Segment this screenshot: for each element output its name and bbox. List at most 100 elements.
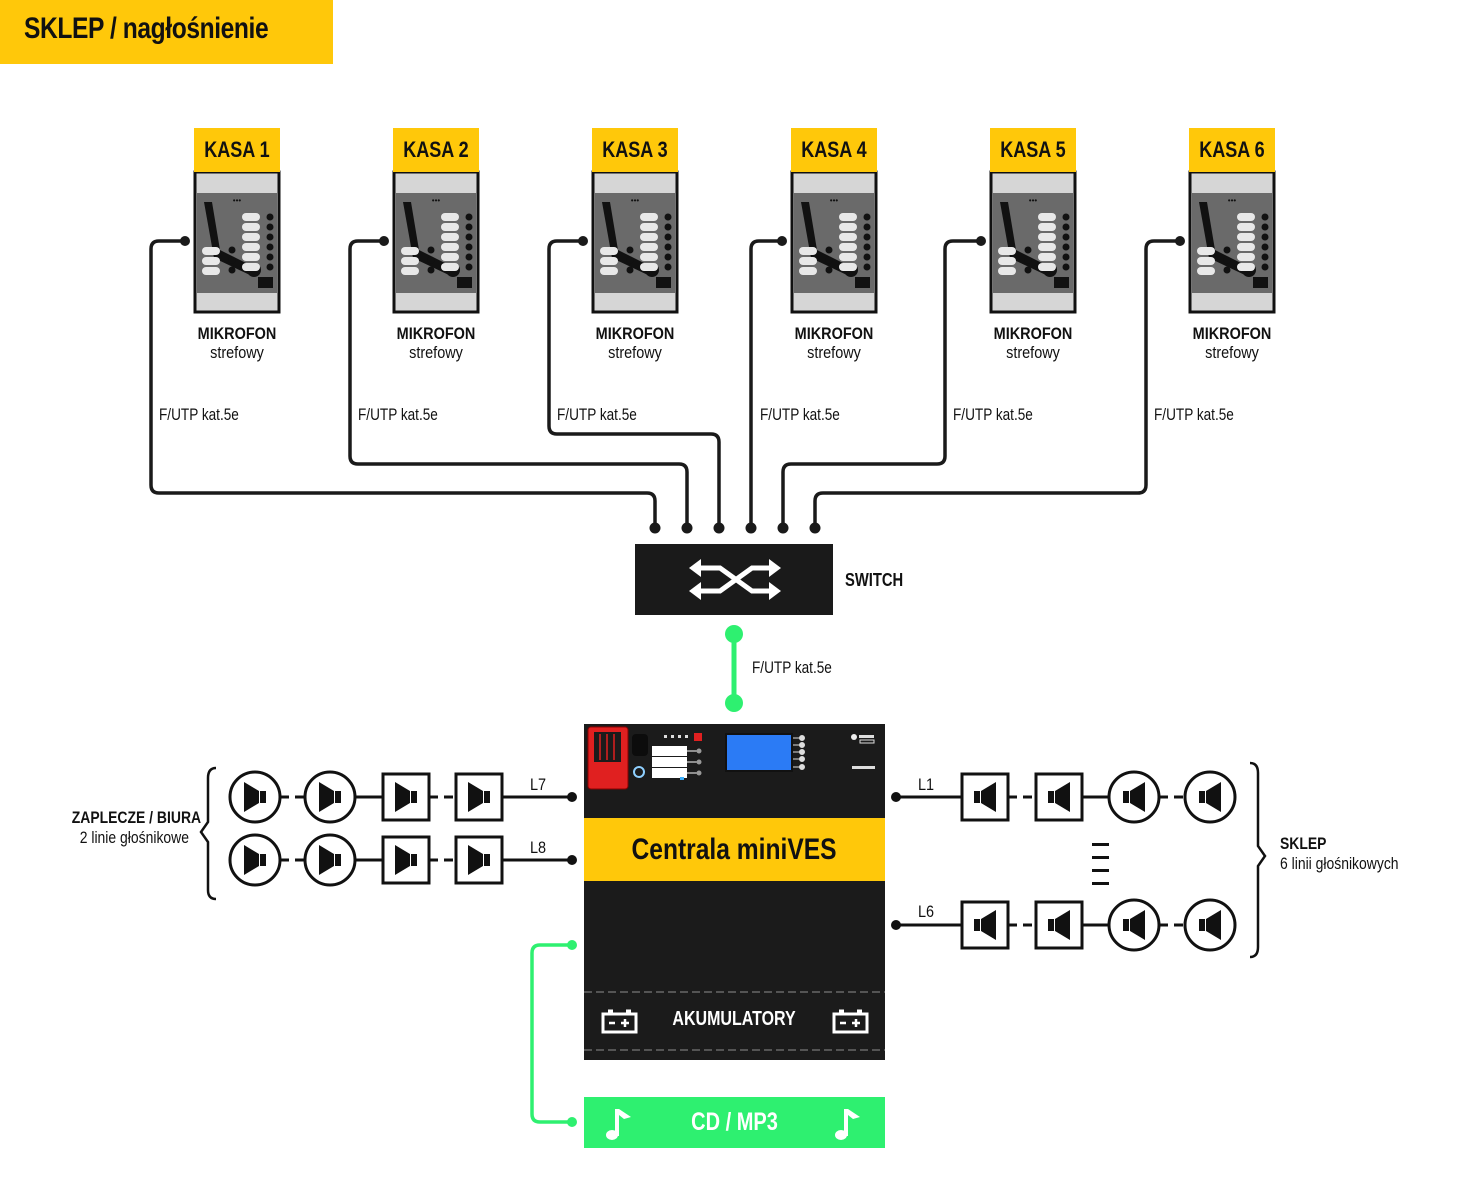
speaker-icon xyxy=(244,845,259,875)
zone-led xyxy=(626,256,634,264)
svg-text:•••: ••• xyxy=(631,196,640,205)
zone-button xyxy=(1038,263,1056,271)
microphone-subtitle: strefowy xyxy=(1205,343,1259,362)
microphone-title: MIKROFON xyxy=(794,324,874,343)
zone-led xyxy=(427,256,435,264)
zone-button xyxy=(441,213,459,221)
zone-button xyxy=(1237,233,1255,241)
title-banner xyxy=(0,0,333,64)
zone-led xyxy=(266,233,274,241)
zone-button xyxy=(242,243,260,251)
zone-button xyxy=(1237,253,1255,261)
zone-left-title: ZAPLECZE / BIURA xyxy=(71,808,202,827)
kasa-label: KASA 3 xyxy=(592,128,678,172)
zone-button xyxy=(202,267,220,275)
zone-microphone-device[interactable]: ••• xyxy=(1188,170,1276,314)
switch-port-dot xyxy=(681,522,693,534)
ptt-button xyxy=(656,277,671,288)
zone-button xyxy=(202,257,220,265)
music-note-icon xyxy=(606,1109,631,1140)
svg-text:•••: ••• xyxy=(830,196,839,205)
cable-connector-dot xyxy=(777,236,787,246)
speaker-icon xyxy=(468,845,483,875)
more-lines-indicator xyxy=(1092,856,1109,859)
audio-source-cable xyxy=(530,943,572,1124)
cable-label: F/UTP kat.5e xyxy=(953,405,1033,424)
zone-button xyxy=(202,247,220,255)
speaker-ceiling[interactable] xyxy=(1107,770,1161,824)
zone-button xyxy=(640,213,658,221)
speaker-ceiling[interactable] xyxy=(1183,770,1237,824)
zone-button xyxy=(799,257,817,265)
uplink-cable-label: F/UTP kat.5e xyxy=(752,658,832,677)
audio-source-cd-mp3[interactable]: CD / MP3 xyxy=(584,1097,885,1148)
zone-led xyxy=(664,253,672,261)
speaker-icon xyxy=(1130,782,1145,812)
line-label-l6: L6 xyxy=(918,902,935,921)
zone-led xyxy=(863,253,871,261)
zone-microphone-device[interactable]: ••• xyxy=(989,170,1077,314)
speaker-wall[interactable] xyxy=(454,835,504,885)
zone-led xyxy=(1024,246,1032,254)
speaker-ceiling[interactable] xyxy=(228,833,282,887)
zone-button xyxy=(640,223,658,231)
central-name: Centrala miniVES xyxy=(631,833,838,866)
zone-button xyxy=(441,263,459,271)
zone-button xyxy=(242,223,260,231)
zone-button xyxy=(1038,253,1056,261)
speaker-icon xyxy=(1055,782,1070,812)
speaker-wall[interactable] xyxy=(960,900,1010,950)
zone-button xyxy=(600,247,618,255)
microphone-title: MIKROFON xyxy=(396,324,476,343)
svg-text:•••: ••• xyxy=(1029,196,1038,205)
speaker-ceiling[interactable] xyxy=(1183,898,1237,952)
zone-button xyxy=(839,233,857,241)
zone-button xyxy=(441,223,459,231)
more-lines-indicator xyxy=(1092,869,1109,872)
speaker-wall[interactable] xyxy=(1034,772,1084,822)
speaker-wall[interactable] xyxy=(1034,900,1084,950)
zone-button xyxy=(401,257,419,265)
zone-led xyxy=(863,243,871,251)
speaker-ceiling[interactable] xyxy=(228,770,282,824)
zone-microphone-device[interactable]: ••• xyxy=(790,170,878,314)
central-unit[interactable] xyxy=(584,724,885,1060)
network-switch[interactable] xyxy=(635,544,833,615)
music-note-icon xyxy=(835,1109,860,1140)
zone-led xyxy=(1261,223,1269,231)
kasa-label: KASA 4 xyxy=(791,128,877,172)
speaker-icon xyxy=(1206,910,1221,940)
speaker-ceiling[interactable] xyxy=(303,770,357,824)
line-label-l1: L1 xyxy=(918,775,935,794)
zone-led xyxy=(1261,263,1269,271)
speaker-wall[interactable] xyxy=(381,835,431,885)
zone-microphone-device[interactable]: ••• xyxy=(591,170,679,314)
microphone-subtitle: strefowy xyxy=(807,343,861,362)
cable-line xyxy=(749,239,781,528)
zone-microphone-device[interactable]: ••• xyxy=(392,170,480,314)
audio-source-dot xyxy=(567,1117,577,1127)
cable-connector-dot xyxy=(1175,236,1185,246)
zone-button xyxy=(1038,243,1056,251)
zone-button xyxy=(1237,213,1255,221)
zone-led xyxy=(664,263,672,271)
speaker-ceiling[interactable] xyxy=(303,833,357,887)
zone-right-subtitle: 6 linii głośnikowych xyxy=(1280,854,1399,873)
speaker-wall[interactable] xyxy=(381,772,431,822)
speaker-wall[interactable] xyxy=(960,772,1010,822)
line-output-dot xyxy=(567,792,577,802)
zone-led xyxy=(1223,246,1231,254)
music-notes xyxy=(606,1109,860,1140)
speaker-wall[interactable] xyxy=(454,772,504,822)
zone-led xyxy=(465,263,473,271)
zone-led xyxy=(1261,253,1269,261)
switch-arrows-icon xyxy=(689,559,781,600)
zone-microphone-device[interactable]: ••• xyxy=(193,170,281,314)
speaker-ceiling[interactable] xyxy=(1107,898,1161,952)
zone-led xyxy=(266,243,274,251)
zone-button xyxy=(1197,247,1215,255)
zone-button xyxy=(839,223,857,231)
zone-right-caption: SKLEP 6 linii głośnikowych xyxy=(1280,834,1425,874)
